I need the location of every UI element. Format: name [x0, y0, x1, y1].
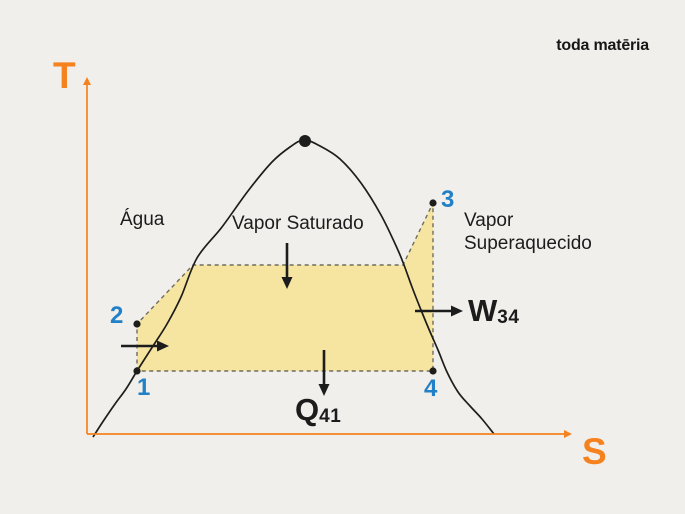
state-point-4-dot — [429, 367, 437, 375]
t-axis-label: T — [53, 55, 76, 96]
state-point-1-dot — [133, 367, 141, 375]
diagram-graphics — [83, 77, 572, 438]
point-1-label: 1 — [137, 374, 151, 401]
point-3-label: 3 — [441, 186, 455, 213]
work-output-label: W34 — [468, 295, 519, 327]
point-2-label: 2 — [110, 302, 124, 329]
work-output-symbol: W — [468, 293, 498, 328]
dome-curve — [92, 139, 495, 438]
toda-materia-logo: toda matēria — [556, 37, 649, 54]
work-output-subscript: 34 — [497, 307, 520, 328]
heat-rejection-label: Q41 — [295, 394, 341, 426]
heat-rejection-subscript: 41 — [319, 406, 342, 427]
point-4-label: 4 — [424, 375, 438, 402]
s-axis-label: S — [582, 431, 607, 472]
agua-label: Água — [120, 209, 165, 230]
state-point-3-dot — [429, 199, 437, 207]
critical-point-dot — [299, 135, 311, 147]
vapor-saturado-label: Vapor Saturado — [232, 213, 364, 234]
vapor-superaquecido-label: Vapor Superaquecido — [464, 210, 592, 254]
state-point-2-dot — [133, 320, 141, 328]
heat-rejection-symbol: Q — [295, 392, 320, 427]
